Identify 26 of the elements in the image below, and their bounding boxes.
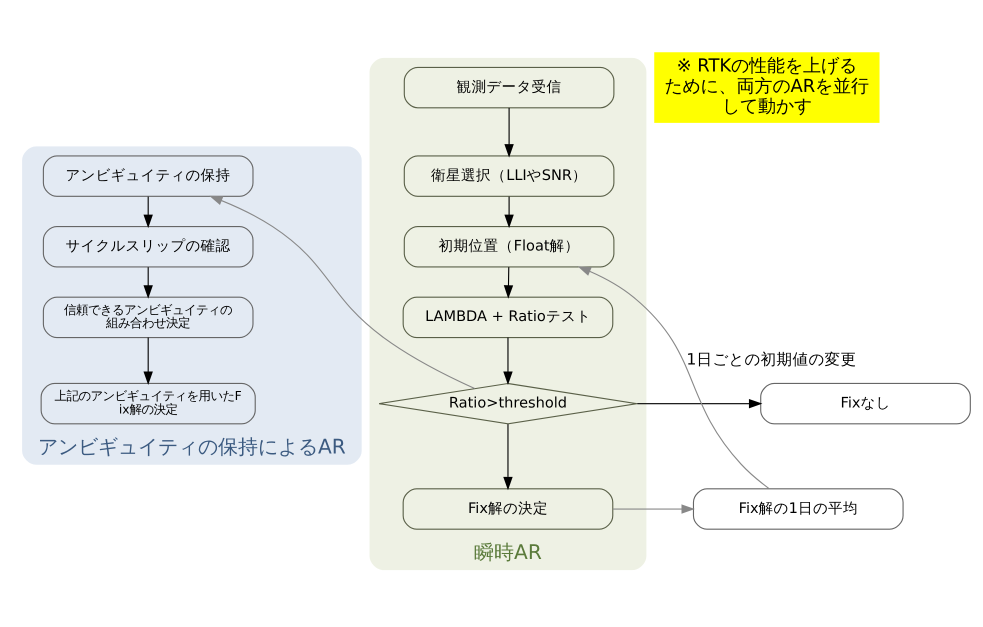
node-box: 上記のアンビギュイティを用いたFix解の決定 <box>40 382 256 424</box>
node-box: 初期位置（Float解） <box>403 226 614 267</box>
node-box: Fix解の1日の平均 <box>692 488 904 530</box>
node-box: Fixなし <box>760 382 970 424</box>
arrow <box>612 504 694 514</box>
node-box: Fix解の決定 <box>402 488 613 530</box>
arrow <box>577 266 770 489</box>
node-box: サイクルスリップの確認 <box>42 226 254 267</box>
arrow <box>503 266 513 298</box>
node-diamond: Ratio>threshold <box>378 382 637 424</box>
arrow <box>504 107 514 158</box>
node-box: 観測データ受信 <box>403 66 614 108</box>
arrow <box>208 195 474 389</box>
node-box: 信頼できるアンビギュイティの組み合わせ決定 <box>42 296 254 338</box>
arrow <box>504 196 514 228</box>
node-box: 衛星選択（LLIやSNR） <box>403 154 614 196</box>
node-box: アンビギュイティの保持 <box>42 154 254 196</box>
edge-label: 1日ごとの初期値の変更 <box>686 349 856 368</box>
arrow <box>502 424 512 490</box>
arrow <box>502 337 512 384</box>
node-box: LAMBDA + Ratioテスト <box>402 296 613 338</box>
arrow <box>142 196 152 228</box>
arrow <box>142 266 152 298</box>
node-box: ※ RTKの性能を上げるために、両方のARを並行して動かす <box>654 52 880 122</box>
arrow <box>142 337 152 384</box>
arrow <box>636 398 762 408</box>
